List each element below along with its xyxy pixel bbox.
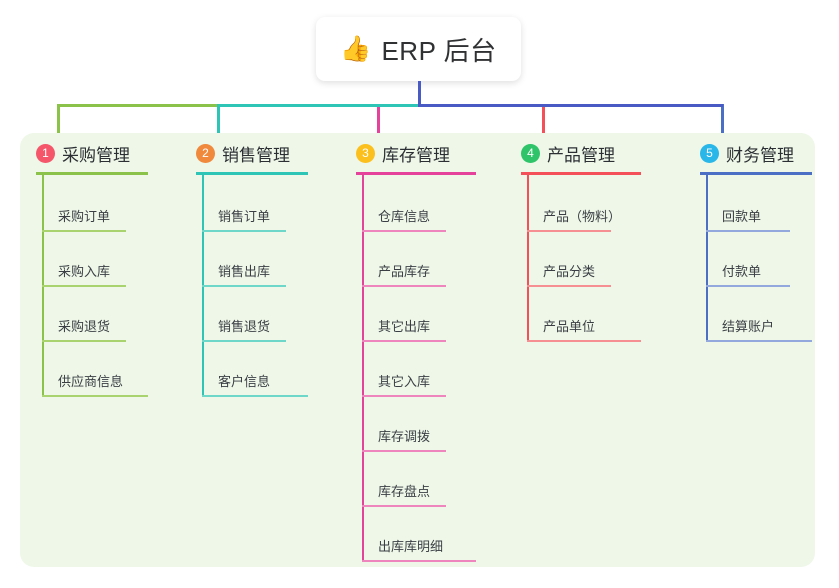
leaf-label[interactable]: 销售退货 xyxy=(218,319,271,334)
leaf-label[interactable]: 客户信息 xyxy=(218,374,271,389)
leaf-label[interactable]: 出库库明细 xyxy=(378,539,444,554)
leaf-label[interactable]: 销售出库 xyxy=(218,264,271,279)
leaf-underline xyxy=(527,285,611,287)
leaf-underline xyxy=(362,230,446,232)
leaf-label[interactable]: 库存盘点 xyxy=(378,484,431,499)
connector-segment-2 xyxy=(217,104,420,107)
leaf-label[interactable]: 采购退货 xyxy=(58,319,111,334)
column-title-2: 销售管理 xyxy=(222,145,290,165)
column-rule-5 xyxy=(700,172,812,175)
leaf-label[interactable]: 库存调拨 xyxy=(378,429,431,444)
connector-trunk xyxy=(418,81,421,107)
leaf-underline xyxy=(706,230,790,232)
leaf-underline xyxy=(362,560,476,562)
badge-1: 1 xyxy=(36,143,55,163)
leaf-label[interactable]: 采购订单 xyxy=(58,209,111,224)
column-rule-1 xyxy=(36,172,148,175)
leaf-underline xyxy=(42,285,126,287)
root-title: ERP 后台 xyxy=(381,35,497,66)
leaf-label[interactable]: 产品库存 xyxy=(378,264,431,279)
column-title-4: 产品管理 xyxy=(547,145,615,165)
column-title-5: 财务管理 xyxy=(726,145,794,165)
leaf-label[interactable]: 结算账户 xyxy=(722,319,775,334)
connector-drop-5 xyxy=(721,104,724,145)
column-stem-5 xyxy=(706,175,708,341)
leaf-underline xyxy=(202,340,286,342)
leaf-underline xyxy=(362,340,446,342)
root-node[interactable]: 👍 ERP 后台 xyxy=(316,17,521,81)
leaf-label[interactable]: 其它入库 xyxy=(378,374,431,389)
badge-2: 2 xyxy=(196,143,215,163)
leaf-label[interactable]: 回款单 xyxy=(722,209,762,224)
leaf-underline xyxy=(527,230,611,232)
leaf-underline xyxy=(202,285,286,287)
badge-3: 3 xyxy=(356,143,375,163)
leaf-label[interactable]: 仓库信息 xyxy=(378,209,431,224)
connector-segment-4 xyxy=(542,104,723,107)
connector-segment-1 xyxy=(57,104,219,107)
column-header-1[interactable]: 1 采购管理 xyxy=(36,140,130,166)
leaf-underline xyxy=(362,505,446,507)
connector-drop-3 xyxy=(377,104,380,145)
column-2: 2 销售管理销售订单销售出库销售退货客户信息 xyxy=(196,140,308,397)
leaf-underline xyxy=(527,340,641,342)
connector-drop-2 xyxy=(217,104,220,145)
leaf-label[interactable]: 采购入库 xyxy=(58,264,111,279)
leaf-underline xyxy=(42,340,126,342)
leaf-underline xyxy=(42,230,126,232)
leaf-underline xyxy=(706,285,790,287)
column-rule-2 xyxy=(196,172,308,175)
leaf-label[interactable]: 供应商信息 xyxy=(58,374,124,389)
column-stem-3 xyxy=(362,175,364,561)
badge-5: 5 xyxy=(700,143,719,163)
leaf-underline xyxy=(42,395,148,397)
column-title-1: 采购管理 xyxy=(62,145,130,165)
leaf-label[interactable]: 付款单 xyxy=(722,264,762,279)
leaf-underline xyxy=(202,230,286,232)
column-1: 1 采购管理采购订单采购入库采购退货供应商信息 xyxy=(36,140,148,397)
leaf-underline xyxy=(362,285,446,287)
leaf-underline xyxy=(202,395,308,397)
column-3: 3 库存管理仓库信息产品库存其它出库其它入库库存调拨库存盘点出库库明细 xyxy=(356,140,476,562)
column-5: 5 财务管理回款单付款单结算账户 xyxy=(700,140,812,342)
thumbs-up-icon: 👍 xyxy=(340,34,372,63)
column-header-3[interactable]: 3 库存管理 xyxy=(356,140,450,166)
column-header-2[interactable]: 2 销售管理 xyxy=(196,140,290,166)
connector-drop-1 xyxy=(57,104,60,145)
leaf-underline xyxy=(362,395,446,397)
column-header-4[interactable]: 4 产品管理 xyxy=(521,140,615,166)
leaf-underline xyxy=(362,450,446,452)
leaf-label[interactable]: 产品单位 xyxy=(543,319,596,334)
branch-panel xyxy=(20,133,815,567)
leaf-label[interactable]: 销售订单 xyxy=(218,209,271,224)
connector-drop-4 xyxy=(542,104,545,145)
column-header-5[interactable]: 5 财务管理 xyxy=(700,140,794,166)
column-title-3: 库存管理 xyxy=(382,145,450,165)
connector-segment-3 xyxy=(418,104,544,107)
column-4: 4 产品管理产品（物料） 产品分类产品单位 xyxy=(521,140,641,342)
leaf-label[interactable]: 产品分类 xyxy=(543,264,596,279)
column-stem-4 xyxy=(527,175,529,341)
leaf-label[interactable]: 其它出库 xyxy=(378,319,431,334)
leaf-underline xyxy=(706,340,812,342)
column-rule-4 xyxy=(521,172,641,175)
leaf-label[interactable]: 产品（物料） xyxy=(543,209,622,224)
column-rule-3 xyxy=(356,172,476,175)
badge-4: 4 xyxy=(521,143,540,163)
